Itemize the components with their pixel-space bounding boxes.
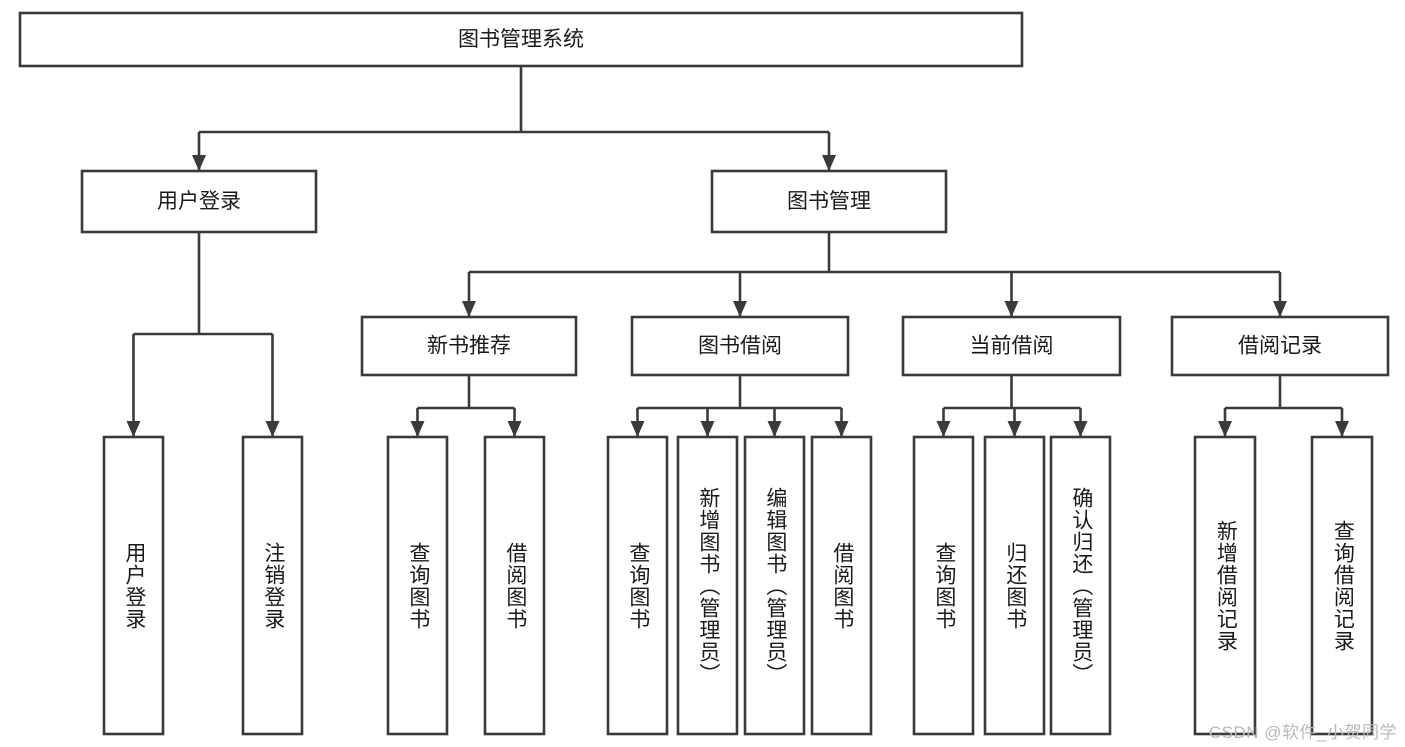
node-book-borrow-rect[interactable] bbox=[630, 315, 850, 377]
node-book-borrow[interactable]: 图书借阅 bbox=[630, 315, 850, 377]
node-leaf-borrow-book-1[interactable] bbox=[483, 435, 546, 736]
conn-book-borrow-arrow-3 bbox=[834, 421, 849, 437]
conn-book-borrow-arrow-0 bbox=[630, 421, 645, 437]
conn-book-management-arrow-1 bbox=[733, 301, 747, 317]
node-leaf-add-record-rect[interactable] bbox=[1193, 435, 1257, 736]
conn-root-arrow-1 bbox=[822, 155, 836, 171]
node-leaf-query-book-3[interactable] bbox=[912, 435, 975, 736]
node-leaf-confirm-return-rect[interactable] bbox=[1049, 435, 1112, 736]
connector-layer bbox=[126, 66, 1349, 437]
conn-user-login-arrow-1 bbox=[265, 421, 280, 437]
node-leaf-return-book[interactable] bbox=[983, 435, 1046, 736]
conn-new-book-recommend-arrow-1 bbox=[507, 421, 522, 437]
conn-book-management-arrow-3 bbox=[1273, 301, 1287, 317]
node-leaf-logout-rect[interactable] bbox=[241, 435, 304, 736]
node-new-book-recommend[interactable]: 新书推荐 bbox=[360, 315, 578, 377]
node-leaf-query-book-1-rect[interactable] bbox=[386, 435, 449, 736]
conn-book-borrow-arrow-2 bbox=[767, 421, 782, 437]
conn-book-management-arrow-2 bbox=[1004, 301, 1019, 317]
node-leaf-confirm-return[interactable] bbox=[1049, 435, 1112, 736]
conn-new-book-recommend-arrow-0 bbox=[410, 421, 425, 437]
node-current-borrow-rect[interactable] bbox=[901, 315, 1122, 377]
conn-book-management-arrow-0 bbox=[462, 301, 476, 317]
node-book-management-label: 图书管理 bbox=[787, 190, 871, 213]
node-leaf-edit-book[interactable] bbox=[743, 435, 806, 736]
conn-current-borrow-arrow-0 bbox=[936, 421, 951, 437]
node-leaf-query-record[interactable] bbox=[1310, 435, 1374, 736]
conn-current-borrow-arrow-2 bbox=[1073, 421, 1088, 437]
node-user-login-label: 用户登录 bbox=[157, 190, 241, 213]
node-borrow-record-label: 借阅记录 bbox=[1238, 335, 1322, 358]
node-new-book-recommend-rect[interactable] bbox=[360, 315, 578, 377]
node-leaf-return-book-rect[interactable] bbox=[983, 435, 1046, 736]
node-leaf-user-login[interactable] bbox=[102, 435, 165, 736]
node-leaf-borrow-book-2-rect[interactable] bbox=[810, 435, 873, 736]
node-user-login-rect[interactable] bbox=[80, 169, 318, 234]
node-leaf-borrow-book-1-rect[interactable] bbox=[483, 435, 546, 736]
node-leaf-query-record-rect[interactable] bbox=[1310, 435, 1374, 736]
node-leaf-query-book-1[interactable] bbox=[386, 435, 449, 736]
node-leaf-edit-book-rect[interactable] bbox=[743, 435, 806, 736]
conn-borrow-record-arrow-0 bbox=[1218, 421, 1232, 437]
conn-book-borrow-arrow-1 bbox=[700, 421, 715, 437]
conn-user-login-arrow-0 bbox=[126, 421, 141, 437]
node-user-login[interactable]: 用户登录 bbox=[80, 169, 318, 234]
node-new-book-recommend-label: 新书推荐 bbox=[427, 335, 511, 358]
node-book-borrow-label: 图书借阅 bbox=[698, 335, 782, 358]
node-leaf-query-book-2-rect[interactable] bbox=[606, 435, 669, 736]
node-borrow-record[interactable]: 借阅记录 bbox=[1170, 315, 1390, 377]
node-leaf-query-book-2[interactable] bbox=[606, 435, 669, 736]
node-leaf-borrow-book-2[interactable] bbox=[810, 435, 873, 736]
node-leaf-add-record[interactable] bbox=[1193, 435, 1257, 736]
node-current-borrow[interactable]: 当前借阅 bbox=[901, 315, 1122, 377]
node-borrow-record-rect[interactable] bbox=[1170, 315, 1390, 377]
node-current-borrow-label: 当前借阅 bbox=[970, 335, 1054, 358]
node-book-management[interactable]: 图书管理 bbox=[710, 169, 948, 234]
node-leaf-query-book-3-rect[interactable] bbox=[912, 435, 975, 736]
node-book-management-rect[interactable] bbox=[710, 169, 948, 234]
node-root[interactable]: 图书管理系统 bbox=[18, 11, 1024, 68]
node-leaf-user-login-rect[interactable] bbox=[102, 435, 165, 736]
conn-root-arrow-0 bbox=[192, 155, 206, 171]
conn-borrow-record-arrow-1 bbox=[1335, 421, 1349, 437]
node-root-rect[interactable] bbox=[18, 11, 1024, 68]
node-leaf-logout[interactable] bbox=[241, 435, 304, 736]
node-leaf-add-book[interactable] bbox=[676, 435, 739, 736]
node-root-label: 图书管理系统 bbox=[458, 28, 584, 51]
conn-current-borrow-arrow-1 bbox=[1007, 421, 1022, 437]
node-leaf-add-book-rect[interactable] bbox=[676, 435, 739, 736]
